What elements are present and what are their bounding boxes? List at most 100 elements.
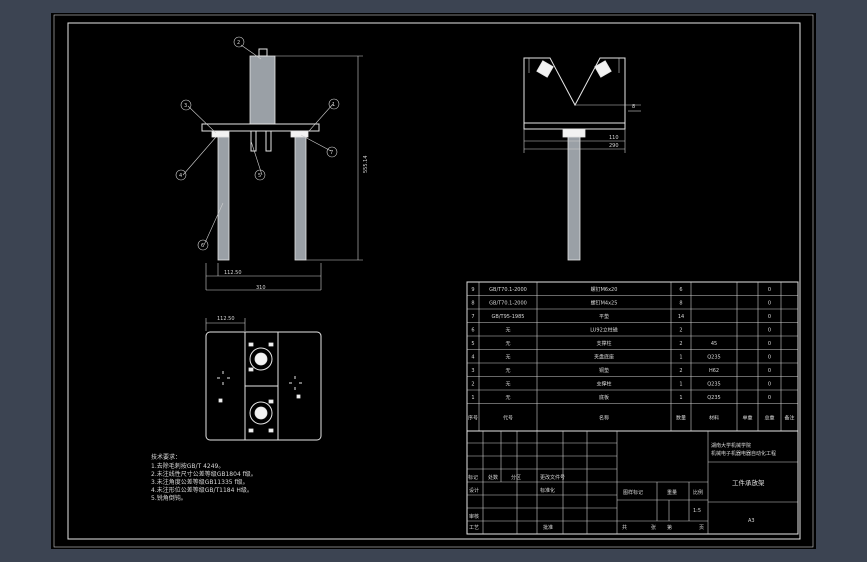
side-top-plate xyxy=(523,122,626,130)
svg-text:2.未注线性尺寸公差等级GB1804 f级。: 2.未注线性尺寸公差等级GB1804 f级。 xyxy=(151,470,257,478)
bom-header-unit: 单重 xyxy=(742,415,752,422)
bom-cell-code: 无 xyxy=(505,381,510,387)
bom-cell-qty: 14 xyxy=(678,314,684,320)
bom-cell-no: 8 xyxy=(471,300,474,306)
svg-text:重量: 重量 xyxy=(667,489,677,496)
balloon-6: 6 xyxy=(197,239,209,251)
svg-text:4: 4 xyxy=(179,173,182,179)
bom-cell-code: GB/T70.1-2000 xyxy=(489,287,527,293)
svg-text:技术要求：: 技术要求： xyxy=(151,453,181,461)
front-view xyxy=(182,44,363,291)
svg-text:5: 5 xyxy=(258,173,261,179)
balloon-5: 5 xyxy=(254,169,266,181)
dim-front-width: 310 xyxy=(256,285,266,291)
svg-text:批准: 批准 xyxy=(543,524,553,531)
top-plate xyxy=(201,123,320,132)
svg-text:1.去除毛刺按GB/T 4249。: 1.去除毛刺按GB/T 4249。 xyxy=(151,462,224,470)
bom-cell-name: 夹盘底座 xyxy=(594,353,614,360)
bom-cell-qty: 2 xyxy=(679,368,682,374)
svg-text:张: 张 xyxy=(651,524,656,531)
bom-cell-total: 0 xyxy=(768,381,771,387)
top-view xyxy=(205,318,322,441)
svg-text:6: 6 xyxy=(201,243,204,249)
bom-cell-no: 7 xyxy=(471,314,474,320)
bom-cell-name: 底板 xyxy=(599,394,609,401)
svg-text:2: 2 xyxy=(237,40,240,46)
svg-text:标准化: 标准化 xyxy=(540,487,555,494)
title-block: 标记 处数 分区 更改文件号 设计 标准化 审核 工艺 批准 图样标记 重量 比… xyxy=(466,430,799,535)
bom-cell-mat: Q235 xyxy=(707,395,720,401)
bom-cell-no: 6 xyxy=(471,327,474,333)
svg-text:第: 第 xyxy=(667,524,672,531)
drawing-sheet: 2 3 1 4 5 7 6 112.50 310 555.14 8 110 29… xyxy=(51,13,816,549)
bom-cell-qty: 8 xyxy=(679,300,682,306)
svg-text:标记: 标记 xyxy=(468,474,478,481)
bom-header-name: 名称 xyxy=(599,415,609,422)
support-column-left xyxy=(217,136,230,261)
side-view xyxy=(523,57,641,261)
svg-text:图样标记: 图样标记 xyxy=(623,489,643,496)
drawing-name: 工件承放架 xyxy=(732,478,765,487)
bom-cell-no: 4 xyxy=(471,354,474,360)
svg-text:7: 7 xyxy=(330,150,333,156)
dim-side-width: 290 xyxy=(609,143,619,149)
bom-cell-no: 2 xyxy=(471,381,474,387)
bom-header-qty: 数量 xyxy=(676,415,686,422)
bom-cell-no: 3 xyxy=(471,368,474,374)
balloon-3: 3 xyxy=(180,99,192,111)
svg-text:处数: 处数 xyxy=(488,474,498,481)
outer-frame xyxy=(53,14,814,548)
dim-side-inner: 110 xyxy=(609,135,619,141)
balloons: 2 3 1 4 5 7 6 xyxy=(175,36,340,251)
balloon-2: 2 xyxy=(233,36,245,48)
clamp-block xyxy=(249,55,276,125)
bom-cell-total: 0 xyxy=(768,354,771,360)
bom-cell-qty: 2 xyxy=(679,327,682,333)
svg-text:更改文件号: 更改文件号 xyxy=(540,474,565,481)
bom-cell-qty: 6 xyxy=(679,287,682,293)
bom-cell-total: 0 xyxy=(768,300,771,306)
bom-cell-no: 9 xyxy=(471,287,474,293)
svg-text:机械电子机器电器自动化工程: 机械电子机器电器自动化工程 xyxy=(711,450,776,457)
side-support-column xyxy=(567,136,581,261)
bom-cell-name: 支撑柱 xyxy=(596,380,611,387)
drawing-number: A3 xyxy=(748,518,755,524)
svg-text:1:5: 1:5 xyxy=(693,508,701,514)
bom-header-total: 总重 xyxy=(764,415,774,422)
bom-cell-mat: H62 xyxy=(709,368,719,374)
svg-text:共: 共 xyxy=(622,524,627,531)
bom-cell-total: 0 xyxy=(768,341,771,347)
svg-text:3.未注角度公差等级GB11335 f级。: 3.未注角度公差等级GB11335 f级。 xyxy=(151,478,249,486)
bom-cell-code: 无 xyxy=(505,395,510,401)
bom-cell-total: 0 xyxy=(768,287,771,293)
bom-cell-code: 无 xyxy=(505,368,510,374)
bom-cell-code: GB/T95-1985 xyxy=(492,314,525,320)
dim-front-offset: 112.50 xyxy=(224,270,242,276)
bom-cell-qty: 1 xyxy=(679,395,682,401)
technical-notes: 技术要求： 1.去除毛刺按GB/T 4249。 2.未注线性尺寸公差等级GB18… xyxy=(151,453,257,502)
balloon-7: 7 xyxy=(326,146,338,158)
bom-cell-qty: 1 xyxy=(679,381,682,387)
svg-text:分区: 分区 xyxy=(511,474,521,481)
balloon-4: 4 xyxy=(175,169,187,181)
bom-cell-name: 平垫 xyxy=(599,313,609,320)
bom-cell-mat: Q235 xyxy=(707,381,720,387)
cad-drawing: 2 3 1 4 5 7 6 112.50 310 555.14 8 110 29… xyxy=(53,14,814,548)
svg-text:工艺: 工艺 xyxy=(469,525,479,531)
bom-header-code: 代号 xyxy=(503,415,513,422)
bom-cell-name: LU92立柱磁 xyxy=(590,326,618,333)
svg-text:审核: 审核 xyxy=(469,513,479,520)
bom-cell-code: GB/T70.1-2000 xyxy=(489,300,527,306)
bom-cell-no: 1 xyxy=(471,395,474,401)
bom-cell-mat: 45 xyxy=(711,341,717,347)
bom-cell-no: 5 xyxy=(471,341,474,347)
bom-header-note: 备注 xyxy=(784,415,794,422)
svg-text:设计: 设计 xyxy=(469,487,479,494)
svg-text:3: 3 xyxy=(184,103,187,109)
bom-cell-name: 螺钉M6x20 xyxy=(591,286,618,293)
bom-cell-qty: 1 xyxy=(679,354,682,360)
bom-cell-total: 0 xyxy=(768,368,771,374)
svg-text:页: 页 xyxy=(699,525,704,531)
bom-cell-total: 0 xyxy=(768,327,771,333)
